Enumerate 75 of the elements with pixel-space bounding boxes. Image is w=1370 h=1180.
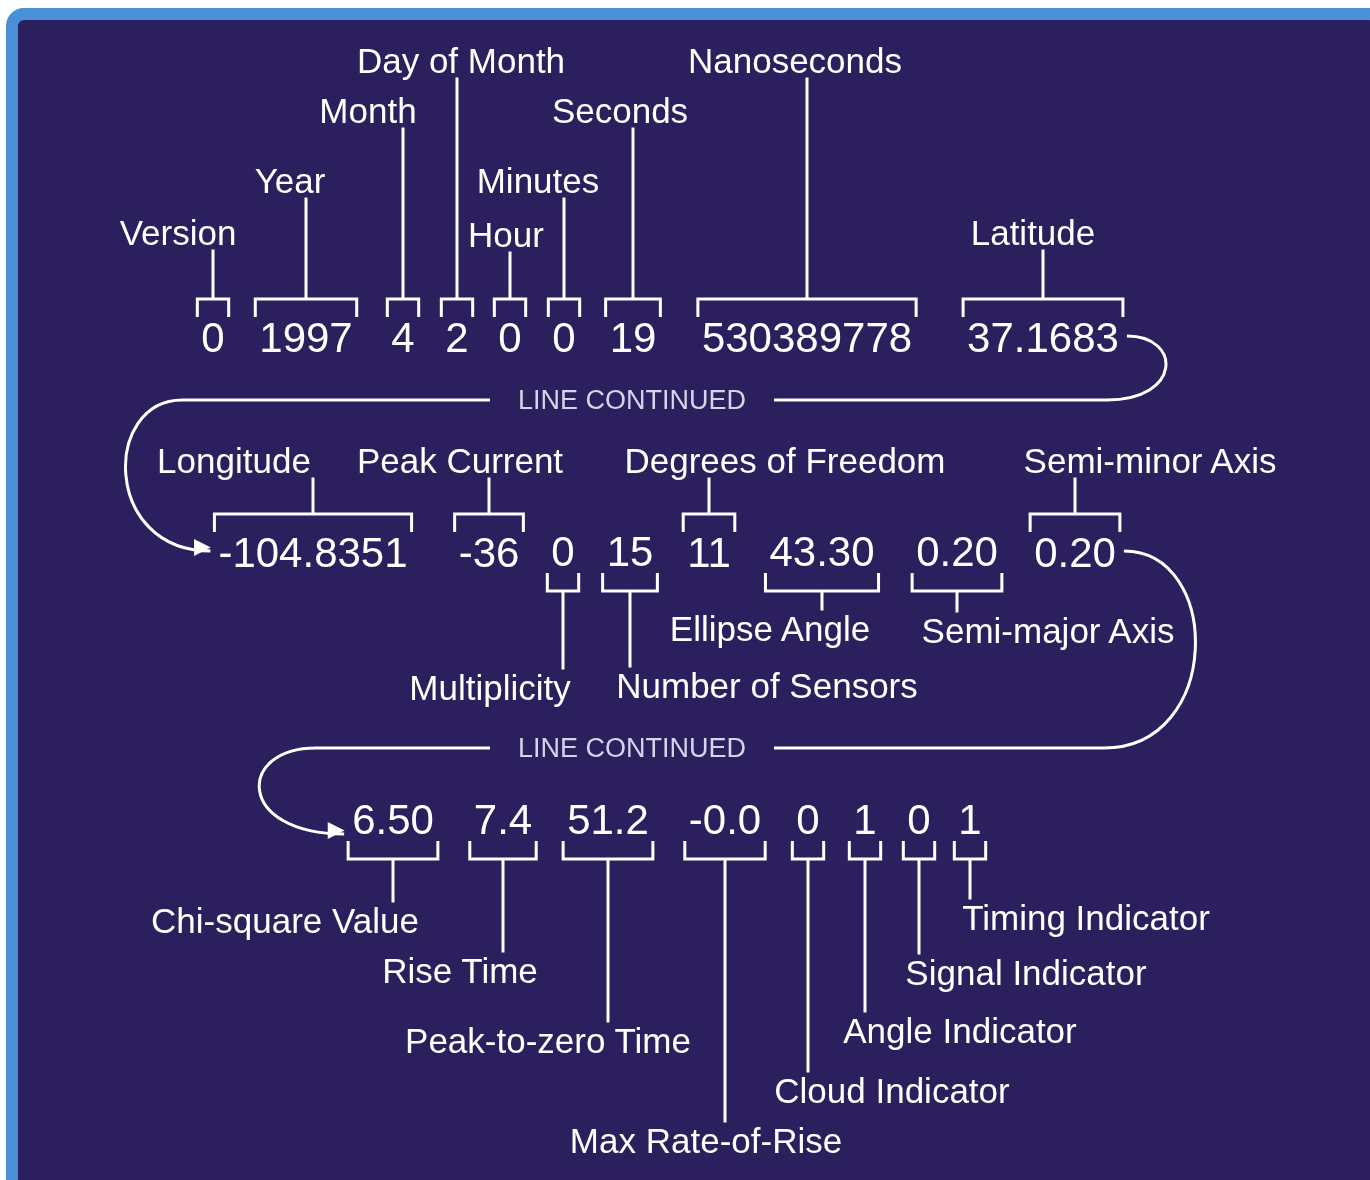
- field-name: Version: [119, 214, 237, 250]
- field-name: Rise Time: [382, 952, 538, 988]
- leader-line: [604, 126, 662, 319]
- leader-line: [696, 76, 918, 319]
- field-name: Timing Indicator: [962, 899, 1210, 935]
- field-name: Seconds: [551, 92, 689, 128]
- leader-line: [253, 196, 359, 319]
- field-name: Semi-minor Axis: [1023, 442, 1277, 478]
- leader-line: [1028, 476, 1122, 534]
- field-name: Multiplicity: [409, 669, 571, 705]
- leader-line: [681, 476, 737, 534]
- data-value: 530389778: [695, 297, 919, 363]
- leader-line: [601, 571, 659, 669]
- data-value: 15: [600, 527, 660, 593]
- field-name: Peak Current: [356, 442, 564, 478]
- field-name: Year: [254, 162, 326, 198]
- data-value: 0: [545, 527, 581, 593]
- field-name: Longitude: [157, 442, 311, 478]
- data-value: 2: [439, 297, 475, 363]
- leader-line: [546, 196, 582, 319]
- field-name: Max Rate-of-Rise: [569, 1122, 843, 1158]
- leader-line: [439, 76, 475, 319]
- field-name: Minutes: [476, 162, 600, 198]
- data-value: 0.20: [1028, 512, 1122, 578]
- field-name: Cloud Indicator: [774, 1072, 1010, 1108]
- leader-line: [346, 839, 440, 904]
- leader-line: [453, 476, 525, 534]
- field-name: Day of Month: [356, 42, 566, 78]
- data-value: 43.30: [763, 527, 881, 593]
- data-value: 0: [546, 297, 582, 363]
- field-name: Peak-to-zero Time: [405, 1022, 691, 1058]
- leader-line: [468, 839, 538, 954]
- leader-line: [763, 571, 881, 612]
- data-value: -36: [452, 512, 526, 578]
- data-value: 11: [681, 512, 737, 578]
- field-name: Degrees of Freedom: [624, 442, 946, 478]
- data-value: 37.1683: [961, 297, 1125, 363]
- leader-line: [212, 476, 414, 534]
- data-value: 51.2: [561, 795, 655, 861]
- field-name: Angle Indicator: [843, 1012, 1077, 1048]
- data-value: 6.50: [346, 795, 440, 861]
- leader-line: [901, 839, 937, 956]
- leader-line: [561, 839, 655, 1024]
- leader-line: [492, 250, 528, 319]
- field-name: Nanoseconds: [688, 42, 902, 78]
- leader-line: [195, 248, 231, 319]
- field-name: Latitude: [970, 214, 1096, 250]
- data-value: 0: [901, 795, 937, 861]
- data-value: 0: [492, 297, 528, 363]
- data-value: 7.4: [467, 795, 539, 861]
- leader-line: [847, 839, 883, 1014]
- field-name: Month: [319, 92, 417, 128]
- leader-line: [910, 571, 1004, 614]
- data-value: 0.20: [910, 527, 1004, 593]
- leader-line: [790, 839, 826, 1074]
- leader-line: [683, 839, 767, 1124]
- data-value: 4: [385, 297, 421, 363]
- data-value: 1: [952, 795, 988, 861]
- field-name: Signal Indicator: [905, 954, 1147, 990]
- field-name: Ellipse Angle: [669, 610, 871, 646]
- data-value: -0.0: [682, 795, 768, 861]
- data-value: 1997: [253, 297, 359, 363]
- leader-line: [545, 571, 581, 671]
- field-name: Semi-major Axis: [921, 612, 1175, 648]
- data-value: -104.8351: [212, 512, 414, 578]
- leader-line: [961, 248, 1125, 319]
- data-value: 0: [790, 795, 826, 861]
- leader-line: [385, 126, 421, 319]
- data-value: 0: [195, 297, 231, 363]
- field-name: Hour: [468, 216, 544, 252]
- data-value: 19: [603, 297, 663, 363]
- field-name: Chi-square Value: [151, 902, 419, 938]
- leader-line: [952, 839, 988, 901]
- data-value: 1: [847, 795, 883, 861]
- field-name: Number of Sensors: [616, 667, 918, 703]
